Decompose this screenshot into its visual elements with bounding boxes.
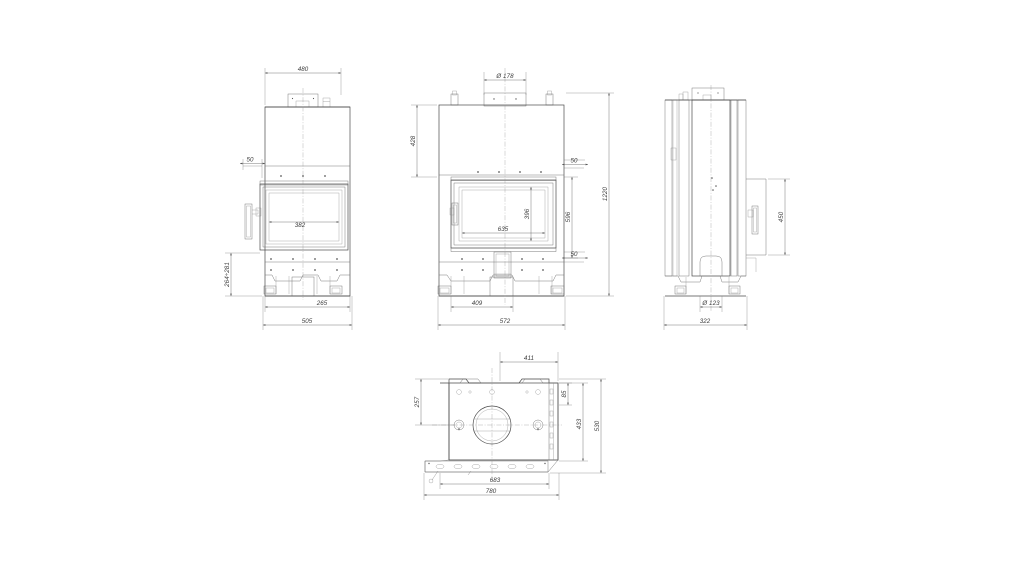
dim-side-d123: Ø 123 bbox=[699, 296, 723, 312]
dim-label-411: 411 bbox=[524, 355, 534, 362]
dim-left-480: 480 bbox=[264, 66, 342, 105]
dim-side-322: 322 bbox=[663, 296, 748, 330]
dim-label-d123: Ø 123 bbox=[701, 300, 720, 307]
left-door-frame bbox=[244, 180, 349, 251]
dim-front-50-lower: 50 bbox=[562, 251, 588, 263]
dim-label-530: 530 bbox=[594, 420, 601, 431]
dim-plan-411: 411 bbox=[499, 352, 559, 381]
dim-left-265: 265 bbox=[264, 296, 351, 312]
side-flue-collar bbox=[678, 87, 725, 101]
dim-label-d178: Ø 178 bbox=[495, 73, 514, 80]
front-body-outline bbox=[438, 104, 565, 297]
dim-label-596: 596 bbox=[565, 211, 572, 222]
left-fixing-points-upper bbox=[280, 175, 326, 177]
dim-left-50: 50 bbox=[240, 157, 265, 178]
dim-left-382: 382 bbox=[269, 221, 339, 229]
dim-front-1220: 1220 bbox=[566, 92, 614, 297]
dim-label-480: 480 bbox=[298, 66, 309, 73]
dim-front-428: 428 bbox=[410, 104, 437, 178]
dim-front-596: 596 bbox=[564, 176, 578, 259]
dim-front-d178: Ø 178 bbox=[483, 72, 527, 95]
dim-label-572: 572 bbox=[500, 318, 511, 325]
dim-plan-85: 85 bbox=[559, 382, 572, 406]
dim-label-635: 635 bbox=[498, 226, 509, 233]
dim-side-450: 450 bbox=[768, 178, 790, 256]
dim-left-505: 505 bbox=[262, 296, 353, 330]
front-base-legs bbox=[437, 274, 565, 297]
dim-label-85: 85 bbox=[561, 390, 568, 398]
left-flue-collar bbox=[287, 93, 331, 108]
dim-label-257: 257 bbox=[414, 396, 421, 408]
dim-plan-257: 257 bbox=[414, 378, 455, 426]
side-right-shelf bbox=[746, 178, 767, 272]
dim-label-1220: 1220 bbox=[602, 186, 609, 201]
plan-leader-note bbox=[428, 470, 472, 484]
plan-side-holes bbox=[453, 389, 544, 431]
front-door-glass bbox=[449, 176, 557, 252]
left-fixing-points-lower bbox=[270, 258, 338, 271]
dim-label-428: 428 bbox=[410, 135, 417, 146]
dim-label-50-front-upper: 50 bbox=[570, 158, 578, 165]
dim-front-396: 396 bbox=[524, 187, 532, 241]
dim-label-409: 409 bbox=[472, 300, 483, 307]
dim-label-450: 450 bbox=[778, 211, 785, 222]
left-body-outline bbox=[264, 106, 351, 297]
dim-label-50-front-lower: 50 bbox=[570, 251, 578, 258]
dim-plan-780: 780 bbox=[423, 473, 560, 500]
dim-front-572: 572 bbox=[437, 296, 566, 330]
view-front-elevation: Ø 178 428 50 396 635 bbox=[410, 68, 614, 330]
dim-left-264-281: 264÷281 bbox=[224, 252, 262, 297]
dim-front-409: 409 bbox=[450, 296, 514, 312]
dim-front-635: 635 bbox=[462, 226, 545, 234]
dim-plan-683: 683 bbox=[439, 473, 550, 489]
dim-label-50-left: 50 bbox=[246, 157, 254, 164]
dim-label-264-281: 264÷281 bbox=[224, 262, 231, 288]
dim-label-433: 433 bbox=[576, 418, 583, 429]
dim-label-382: 382 bbox=[295, 222, 306, 229]
plan-front-lip bbox=[424, 459, 559, 473]
dim-front-50-upper: 50 bbox=[562, 158, 588, 169]
dim-label-396: 396 bbox=[524, 208, 531, 219]
dim-plan-433: 433 bbox=[559, 382, 588, 462]
view-left-elevation: 480 50 382 264÷281 265 bbox=[224, 66, 353, 330]
front-flue-collar bbox=[450, 90, 554, 107]
view-side-section: 450 Ø 123 322 bbox=[663, 85, 790, 330]
dim-plan-530: 530 bbox=[550, 378, 606, 474]
left-base-legs bbox=[263, 274, 350, 297]
dim-label-322: 322 bbox=[700, 318, 711, 325]
dim-label-505: 505 bbox=[302, 318, 313, 325]
view-plan: 411 257 85 433 530 bbox=[414, 352, 606, 500]
dim-label-780: 780 bbox=[486, 488, 497, 495]
side-body-panels bbox=[664, 99, 747, 277]
dim-label-683: 683 bbox=[490, 477, 501, 484]
front-fixing-points bbox=[461, 171, 544, 271]
front-ashpan bbox=[493, 251, 512, 279]
dim-label-265: 265 bbox=[316, 300, 328, 307]
